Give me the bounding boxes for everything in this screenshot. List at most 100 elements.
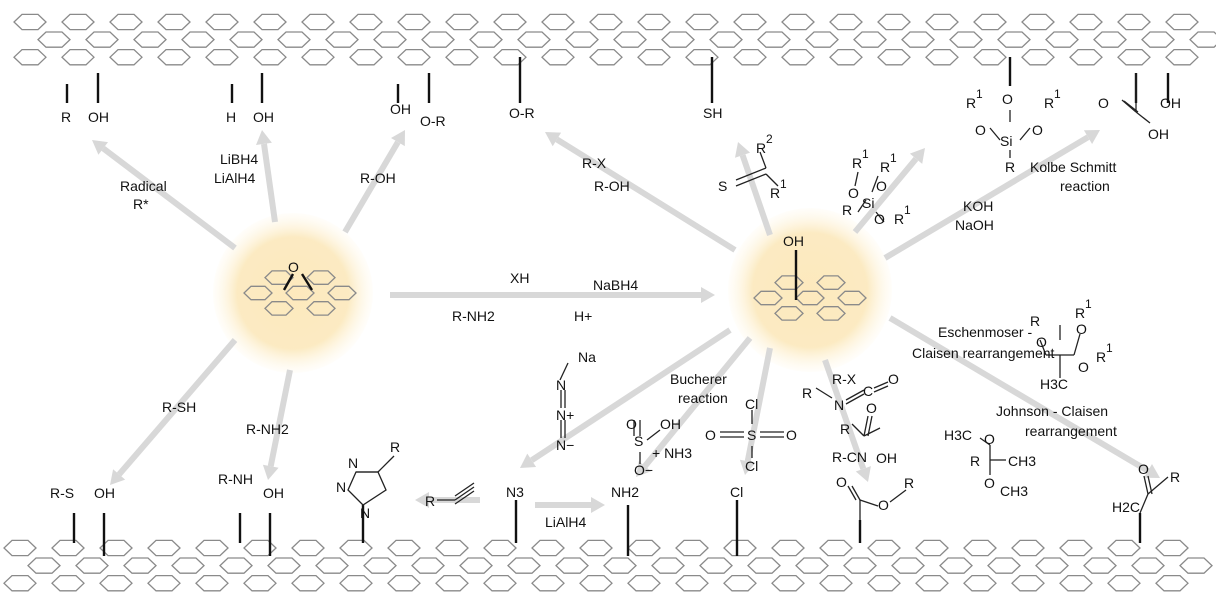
lattice-hexagon — [1021, 48, 1055, 66]
label-sulfonyl-cl1: Cl — [745, 396, 758, 412]
bottom-graphene-sheet — [3, 539, 1213, 592]
lattice-hexagon — [973, 13, 1007, 31]
label-sulfonyl-o1: O — [705, 427, 716, 443]
label-radical-oh: OH — [88, 109, 109, 125]
label-trimethyl-h3c: H3C — [944, 427, 972, 443]
lattice-hexagon — [1069, 48, 1103, 66]
lattice-hexagon — [747, 557, 781, 574]
lattice-hexagon — [243, 539, 277, 557]
lattice-hexagon — [99, 539, 133, 557]
arrow-head — [415, 492, 429, 508]
label-ortho-r1: R — [1075, 305, 1085, 321]
lattice-hexagon — [13, 48, 47, 66]
bottom-product-labels: R-S OH R-NH OH R N N N N3 NH2 Cl O O R O… — [50, 439, 1180, 521]
arrow-head — [1083, 130, 1100, 144]
lattice-hexagon — [109, 48, 143, 66]
lattice-hexagon — [837, 290, 867, 306]
lattice-hexagon — [973, 48, 1007, 66]
label-trimethyl-ch3: CH3 — [1008, 453, 1036, 469]
lattice-hexagon — [387, 574, 421, 592]
lattice-hexagon — [85, 31, 119, 48]
label-si-reagent-sup1b: 1 — [890, 151, 897, 165]
reaction-arrow — [267, 369, 293, 467]
lattice-hexagon — [147, 539, 181, 557]
lattice-hexagon — [771, 539, 805, 557]
lattice-hexagon — [685, 48, 719, 66]
label-silane-r: R — [1005, 159, 1015, 175]
lattice-hexagon — [306, 270, 336, 285]
lattice-hexagon — [867, 539, 901, 557]
label-johnson-line2: rearrangement — [1025, 423, 1117, 439]
label-ketone-o: O — [1138, 461, 1149, 477]
arrow-head — [855, 466, 871, 482]
lattice-hexagon — [603, 557, 637, 574]
lattice-hexagon — [253, 13, 287, 31]
lattice-hexagon — [435, 539, 469, 557]
lattice-hexagon — [435, 574, 469, 592]
label-amine-left: R-NH2 — [246, 421, 289, 437]
label-thiol-left: R-SH — [162, 399, 196, 415]
lattice-hexagon — [267, 557, 301, 574]
label-ortho-h3c: H3C — [1040, 376, 1068, 392]
lattice-hexagon — [816, 306, 846, 321]
label-bisulfite-oh: OH — [660, 416, 681, 432]
label-johnson-line1: Johnson - Claisen — [996, 403, 1108, 419]
lattice-hexagon — [291, 539, 325, 557]
label-ether-line2: R-OH — [594, 178, 630, 194]
label-isocyanate-n: N — [834, 397, 844, 413]
label-base-line1: KOH — [963, 198, 993, 214]
label-si-reagent-sup1c: 1 — [904, 203, 911, 217]
lattice-hexagon — [421, 31, 455, 48]
label-triazole-n1: N — [348, 455, 358, 471]
lattice-hexagon — [531, 539, 565, 557]
label-acid-r: R — [840, 421, 850, 437]
reaction-arrow — [116, 338, 238, 477]
reaction-arrow — [739, 154, 773, 236]
lattice-hexagon — [51, 539, 85, 557]
lattice-hexagon — [877, 13, 911, 31]
lattice-hexagon — [579, 539, 613, 557]
lattice-hexagon — [805, 31, 839, 48]
label-base-line2: NaOH — [955, 217, 994, 233]
label-eschenmoser-line2: Claisen rearrangement — [912, 345, 1055, 361]
arrow-head — [1143, 464, 1160, 478]
lattice-hexagon — [531, 574, 565, 592]
label-ortho-o2: O — [1076, 321, 1087, 337]
lattice-hexagon — [285, 285, 315, 301]
lattice-hexagon — [891, 557, 925, 574]
lattice-hexagon — [816, 275, 846, 290]
label-middle-nabh4: NaBH4 — [593, 277, 638, 293]
label-si-reagent-r1a: R — [852, 155, 862, 171]
lattice-hexagon — [291, 574, 325, 592]
label-alkyne-r: R — [425, 493, 435, 509]
label-hydride-oh: OH — [253, 109, 274, 125]
lattice-hexagon — [1189, 31, 1216, 48]
lattice-hexagon — [195, 574, 229, 592]
arrow-head — [262, 464, 279, 480]
lattice-hexagon — [753, 290, 783, 306]
label-si-reagent-si: Si — [862, 195, 874, 211]
lattice-hexagon — [997, 31, 1031, 48]
lattice-hexagon — [493, 48, 527, 66]
lattice-hexagon — [195, 539, 229, 557]
label-thioketone-sup1: 1 — [780, 177, 787, 191]
lattice-hexagon — [627, 574, 661, 592]
lattice-hexagon — [327, 285, 357, 301]
lattice-hexagon — [925, 13, 959, 31]
reaction-arrow — [744, 347, 773, 462]
label-sulfonyl-cl2: Cl — [745, 458, 758, 474]
label-azide: N3 — [506, 484, 524, 500]
label-epoxide-o: O — [288, 259, 299, 275]
lattice-hexagon — [363, 557, 397, 574]
label-trimethyl-och3: CH3 — [1000, 483, 1028, 499]
lattice-hexagon — [253, 48, 287, 66]
label-triazole-n3: N — [360, 505, 370, 521]
lattice-hexagon — [1021, 13, 1055, 31]
reaction-arrow — [530, 327, 732, 463]
label-bisulfite-o2: O− — [634, 462, 653, 478]
lattice-hexagon — [397, 13, 431, 31]
label-ortho-r: R — [1030, 313, 1040, 329]
label-silane-r1a: R — [966, 95, 976, 111]
lattice-hexagon — [733, 48, 767, 66]
lattice-hexagon — [517, 31, 551, 48]
